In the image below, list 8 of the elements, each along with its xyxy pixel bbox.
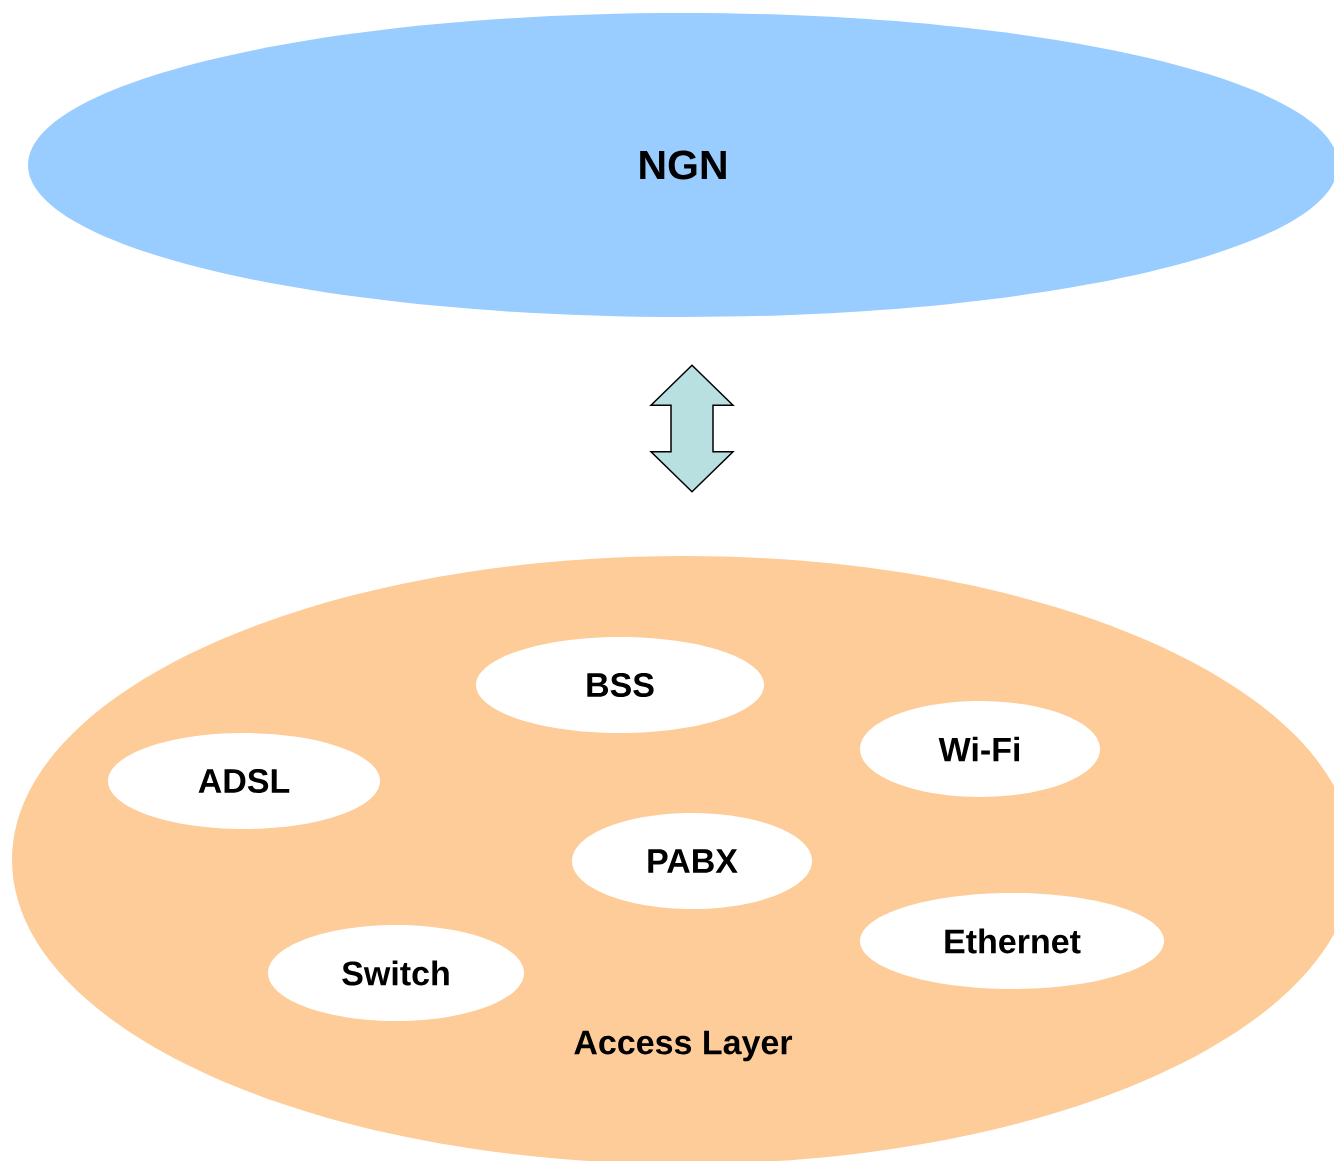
double-arrow: [649, 364, 735, 493]
ellipse-region: NGN: [28, 13, 1334, 317]
ellipse-node: Wi-Fi: [860, 701, 1100, 797]
ellipse-node: BSS: [476, 637, 764, 733]
ellipse-node: ADSL: [108, 733, 380, 829]
ellipse-node: Switch: [268, 925, 524, 1021]
ellipse-node: PABX: [572, 813, 812, 909]
ellipse-node: Ethernet: [860, 893, 1164, 989]
